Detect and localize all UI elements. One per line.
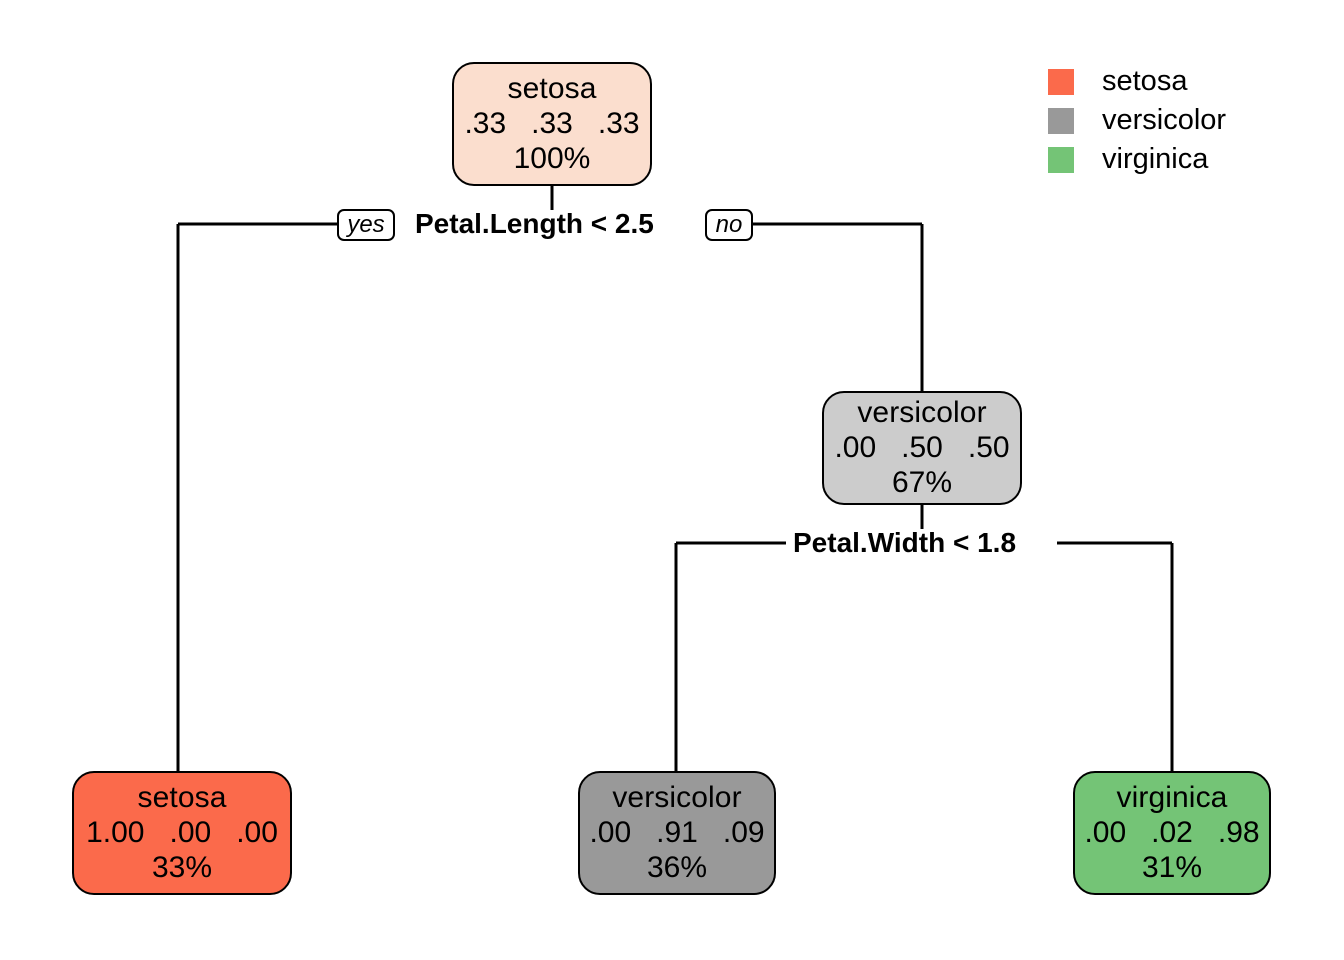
node-class-label: setosa	[507, 72, 597, 105]
legend-swatch-setosa	[1048, 68, 1074, 95]
node-probabilities: 1.00 .00 .00	[86, 816, 278, 849]
node-class-label: virginica	[1116, 781, 1228, 814]
tree-leaf-virginica[interactable]: virginica .00 .02 .98 31%	[1073, 771, 1271, 895]
split2-condition-text: Petal.Width < 1.8	[793, 527, 1017, 558]
legend-item-versicolor[interactable]: versicolor	[1048, 101, 1226, 140]
legend-item-virginica[interactable]: virginica	[1048, 140, 1226, 179]
split2-condition-label[interactable]: Petal.Width < 1.8	[786, 527, 1024, 558]
split1-yes-label: yes	[347, 211, 385, 238]
node-class-label: setosa	[137, 781, 227, 814]
split1-yes-box[interactable]: yes	[337, 209, 395, 241]
node-class-label: versicolor	[857, 396, 987, 429]
node-probabilities: .00 .02 .98	[1084, 816, 1260, 849]
legend-label-virginica: virginica	[1102, 143, 1209, 175]
node-class-label: versicolor	[612, 781, 742, 814]
legend-swatch-versicolor	[1048, 107, 1074, 134]
legend-label-setosa: setosa	[1102, 65, 1188, 97]
node-probabilities: .00 .50 .50	[834, 431, 1010, 464]
split1-condition-text: Petal.Length < 2.5	[415, 208, 654, 239]
node-percent: 31%	[1141, 851, 1203, 884]
node-probabilities: .33 .33 .33	[464, 107, 640, 140]
tree-leaf-setosa[interactable]: setosa 1.00 .00 .00 33%	[72, 771, 292, 895]
legend-item-setosa[interactable]: setosa	[1048, 62, 1226, 101]
legend-label-versicolor: versicolor	[1102, 104, 1227, 136]
tree-node-versicolor-internal[interactable]: versicolor .00 .50 .50 67%	[822, 391, 1022, 505]
tree-leaf-versicolor[interactable]: versicolor .00 .91 .09 36%	[578, 771, 776, 895]
split1-condition-label[interactable]: Petal.Length < 2.5	[408, 210, 661, 238]
node-percent: 67%	[891, 466, 953, 499]
node-percent: 36%	[646, 851, 708, 884]
node-percent: 100%	[513, 142, 591, 175]
split1-no-label: no	[715, 211, 743, 238]
split1-no-box[interactable]: no	[705, 209, 753, 241]
node-percent: 33%	[151, 851, 213, 884]
legend: setosa versicolor virginica	[1048, 62, 1226, 179]
tree-node-root[interactable]: setosa .33 .33 .33 100%	[452, 62, 652, 186]
legend-swatch-virginica	[1048, 146, 1074, 173]
node-probabilities: .00 .91 .09	[589, 816, 765, 849]
